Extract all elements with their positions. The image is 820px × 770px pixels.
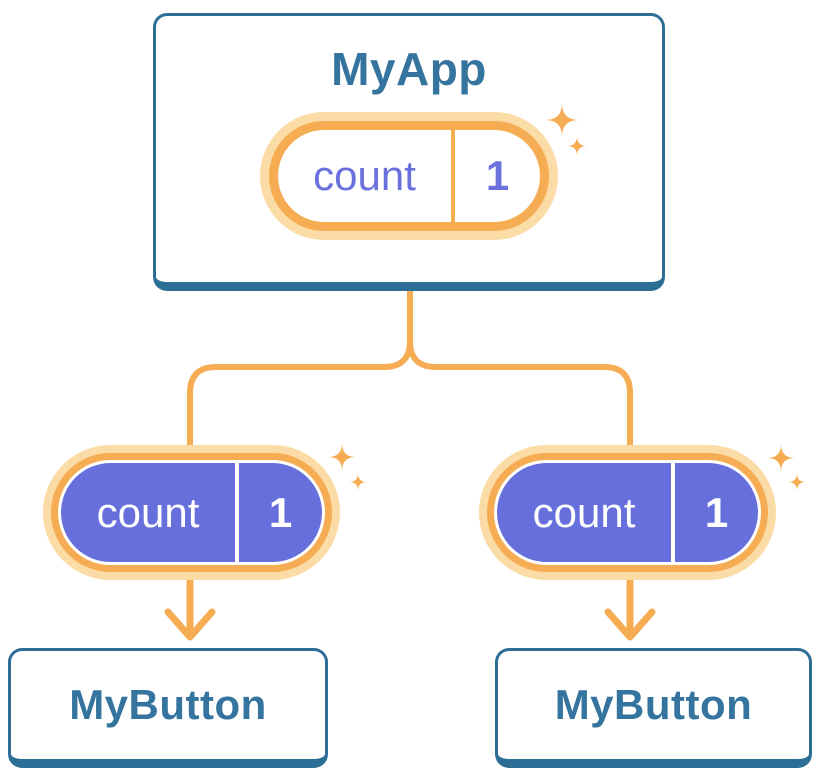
child-component-card-left: MyButton xyxy=(8,648,328,768)
prop-pill-right-body: count 1 xyxy=(497,463,758,562)
sparkle-icon xyxy=(767,444,795,472)
sparkle-icon xyxy=(328,443,356,471)
prop-divider xyxy=(235,463,239,562)
sparkle-icon xyxy=(567,136,587,156)
arrow-right-head-icon xyxy=(604,608,656,641)
prop-value: 1 xyxy=(268,488,293,536)
branch-right xyxy=(407,338,633,453)
state-value: 1 xyxy=(485,152,510,199)
sparkle-icon xyxy=(788,473,806,491)
arrow-left-head-icon xyxy=(164,608,216,641)
sparkle-icon xyxy=(349,473,367,491)
prop-pill-right: count 1 xyxy=(479,445,776,580)
prop-value: 1 xyxy=(704,488,729,536)
root-component-title: MyApp xyxy=(331,43,487,95)
prop-divider xyxy=(671,463,675,562)
state-name: count xyxy=(313,152,416,199)
root-state-pill: count 1 xyxy=(260,112,558,240)
child-component-card-right: MyButton xyxy=(495,648,812,768)
root-state-pill-ring: count 1 xyxy=(269,121,549,231)
prop-pill-right-ring: count 1 xyxy=(487,453,768,572)
child-component-title: MyButton xyxy=(69,681,267,728)
root-component-card: MyApp xyxy=(153,13,665,291)
state-divider xyxy=(451,130,455,222)
child-component-title: MyButton xyxy=(554,681,753,728)
sparkle-icon xyxy=(545,103,579,137)
prop-pill-left: count 1 xyxy=(43,445,340,580)
prop-pill-left-body: count 1 xyxy=(61,463,322,562)
prop-name: count xyxy=(96,488,200,536)
prop-name: count xyxy=(532,488,636,536)
prop-pill-left-ring: count 1 xyxy=(51,453,332,572)
